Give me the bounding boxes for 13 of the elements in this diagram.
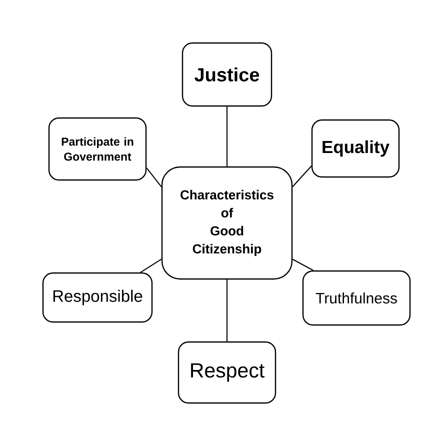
rounded-box: Truthfulness: [302, 270, 411, 326]
rounded-box: Justice: [182, 42, 272, 107]
rounded-box: Equality: [311, 119, 400, 178]
connector-line: [140, 258, 162, 273]
connector-line: [146, 168, 162, 188]
rounded-box: Participate in Government: [48, 117, 147, 181]
connector-line: [292, 166, 312, 188]
rounded-box: Characteristics of Good Citizenship: [161, 166, 293, 280]
connector-line: [292, 258, 314, 271]
rounded-box: Responsible: [42, 272, 153, 323]
connector-line: [226, 106, 228, 166]
rounded-box: Respect: [178, 341, 276, 404]
connector-line: [226, 280, 228, 342]
